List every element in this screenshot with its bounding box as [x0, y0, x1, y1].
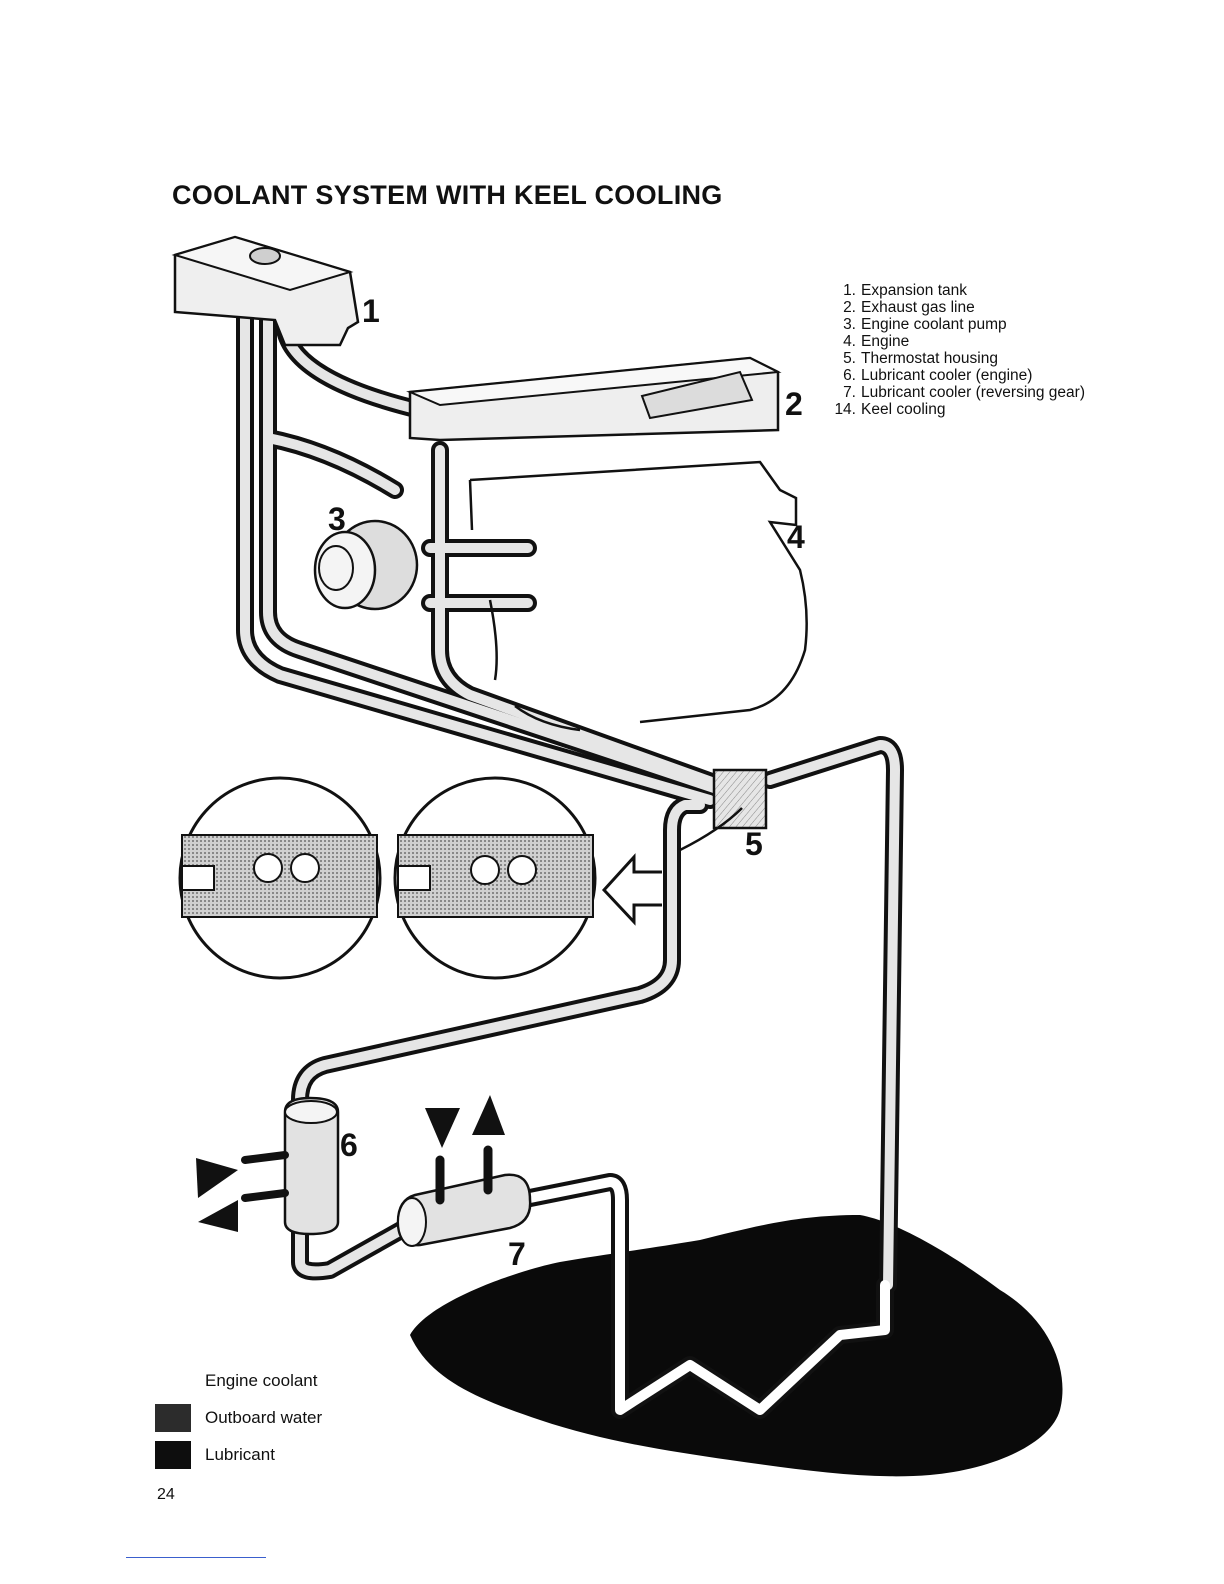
- callout-2: 2: [785, 386, 803, 422]
- lubricant-cooler-engine: [245, 1098, 338, 1234]
- color-key: Engine coolant Outboard water Lubricant: [155, 1362, 322, 1473]
- callout-4: 4: [787, 519, 805, 555]
- callout-5: 5: [745, 826, 763, 862]
- key-item-lubricant: Lubricant: [155, 1436, 322, 1473]
- swatch-engine-coolant: [155, 1367, 191, 1395]
- callout-1: 1: [362, 293, 380, 329]
- thermostat-detail-closed: [180, 778, 380, 978]
- callout-6: 6: [340, 1127, 358, 1163]
- swatch-outboard-water: [155, 1404, 191, 1432]
- thermostat-housing: [714, 770, 766, 828]
- key-item-engine-coolant: Engine coolant: [155, 1362, 322, 1399]
- lubricant-cooler-gear: [398, 1150, 530, 1246]
- exhaust-gas-line: [410, 358, 778, 440]
- detail-arrow: [604, 857, 662, 922]
- footer-line: [126, 1557, 266, 1558]
- callout-3: 3: [328, 501, 346, 537]
- swatch-lubricant: [155, 1441, 191, 1469]
- callout-7: 7: [508, 1236, 526, 1272]
- key-item-outboard-water: Outboard water: [155, 1399, 322, 1436]
- page-number: 24: [157, 1486, 175, 1504]
- thermostat-detail-open: [395, 778, 595, 978]
